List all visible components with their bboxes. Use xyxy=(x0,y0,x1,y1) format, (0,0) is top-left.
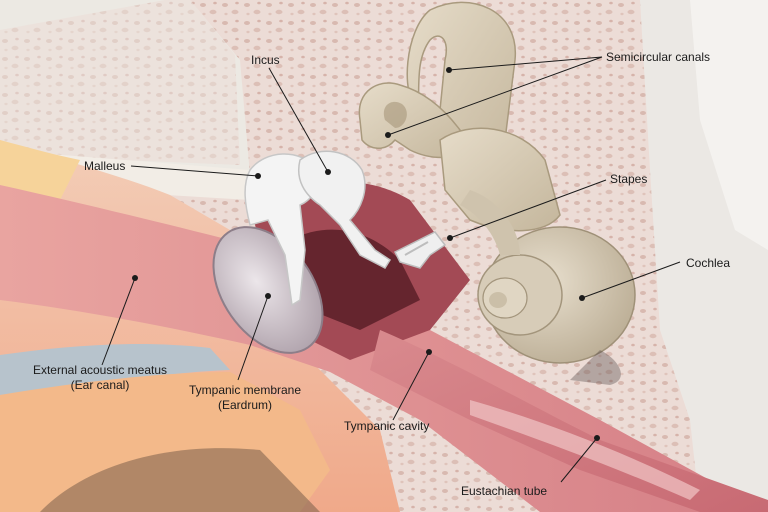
malleus-shape xyxy=(244,153,319,307)
label-tympanic-membrane: Tympanic membrane xyxy=(188,383,302,397)
label-semicircular-canals: Semicircular canals xyxy=(606,50,711,64)
label-cochlea: Cochlea xyxy=(686,256,731,270)
leader-dots xyxy=(132,67,600,441)
stapes-shape xyxy=(393,231,447,269)
label-incus: Incus xyxy=(251,53,280,67)
label-malleus: Malleus xyxy=(84,159,126,173)
label-stapes: Stapes xyxy=(610,172,648,186)
label-external-acoustic-meatus: External acoustic meatus xyxy=(32,363,168,377)
label-ear-canal: (Ear canal) xyxy=(70,378,130,392)
canal-floor xyxy=(0,344,230,395)
label-eustachian-tube: Eustachian tube xyxy=(461,484,548,498)
eustachian-tube-shape xyxy=(370,330,768,512)
label-eardrum: (Eardrum) xyxy=(217,398,273,412)
leader-lines xyxy=(101,56,681,483)
label-tympanic-cavity: Tympanic cavity xyxy=(344,419,430,433)
incus-shape xyxy=(298,150,392,269)
